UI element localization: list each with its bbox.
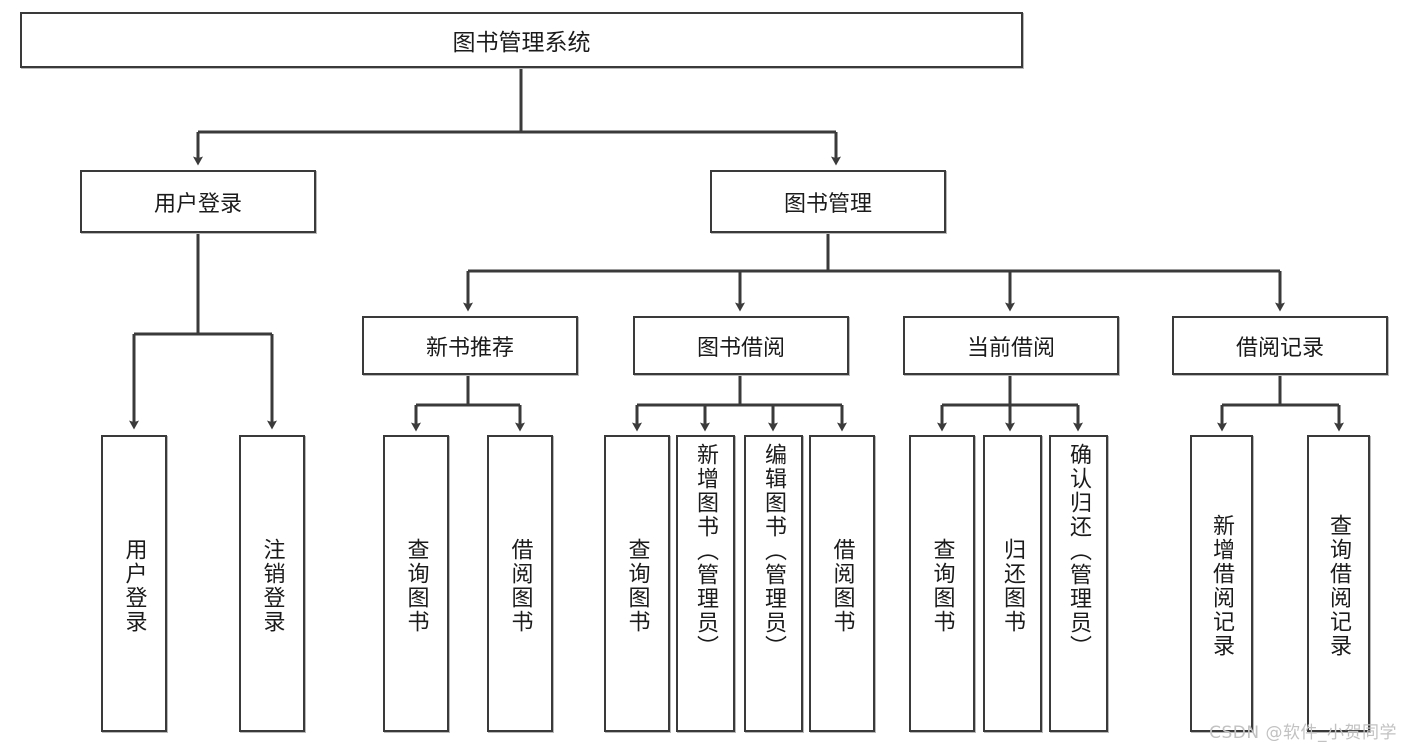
- node-leaf-query-book-2-label: 查询图书: [624, 537, 650, 634]
- node-user-login[interactable]: 用户登录: [80, 170, 316, 233]
- node-leaf-logout[interactable]: 注销登录: [239, 435, 305, 732]
- leaf-query-book-3-content: 查询图书: [911, 441, 973, 730]
- leaf-add-record-content: 新增借阅记录: [1192, 441, 1251, 730]
- node-leaf-query-record-label: 查询借阅记录: [1326, 513, 1352, 658]
- node-leaf-borrow-book-1[interactable]: 借阅图书: [487, 435, 553, 732]
- node-leaf-query-book-3[interactable]: 查询图书: [909, 435, 975, 732]
- node-leaf-add-record-label: 新增借阅记录: [1209, 513, 1235, 658]
- node-leaf-borrow-book-2[interactable]: 借阅图书: [809, 435, 875, 732]
- leaf-add-book-content: 新增图书（管理员）: [678, 441, 733, 732]
- node-book-manage[interactable]: 图书管理: [710, 170, 946, 233]
- node-leaf-return-book[interactable]: 归还图书: [983, 435, 1042, 732]
- node-leaf-return-book-label: 归还图书: [1000, 537, 1026, 634]
- node-leaf-confirm-return[interactable]: 确认归还（管理员）: [1049, 435, 1108, 732]
- node-leaf-user-login-label: 用户登录: [121, 537, 147, 634]
- leaf-query-book-1-content: 查询图书: [385, 441, 447, 730]
- node-borrow-record-label: 借阅记录: [1235, 335, 1324, 361]
- leaf-edit-book-content: 编辑图书（管理员）: [746, 441, 801, 732]
- node-leaf-edit-book[interactable]: 编辑图书（管理员）: [744, 435, 803, 732]
- node-leaf-logout-label: 注销登录: [259, 537, 285, 634]
- node-leaf-query-book-2[interactable]: 查询图书: [604, 435, 670, 732]
- node-leaf-user-login[interactable]: 用户登录: [101, 435, 167, 732]
- node-book-borrow[interactable]: 图书借阅: [633, 316, 849, 375]
- node-user-login-label: 用户登录: [153, 191, 242, 217]
- node-leaf-add-record[interactable]: 新增借阅记录: [1190, 435, 1253, 732]
- leaf-borrow-book-1-content: 借阅图书: [489, 441, 551, 730]
- node-current-borrow-label: 当前借阅: [966, 335, 1055, 361]
- leaf-query-book-2-content: 查询图书: [606, 441, 668, 730]
- leaf-borrow-book-2-content: 借阅图书: [811, 441, 873, 730]
- node-book-borrow-label: 图书借阅: [696, 335, 785, 361]
- leaf-query-record-content: 查询借阅记录: [1309, 441, 1368, 730]
- node-new-book-recommend-label: 新书推荐: [425, 335, 514, 361]
- leaf-confirm-return-content: 确认归还（管理员）: [1051, 441, 1106, 732]
- node-new-book-recommend[interactable]: 新书推荐: [362, 316, 578, 375]
- leaf-user-login-content: 用户登录: [103, 441, 165, 730]
- node-leaf-query-book-1[interactable]: 查询图书: [383, 435, 449, 732]
- node-leaf-query-record[interactable]: 查询借阅记录: [1307, 435, 1370, 732]
- node-current-borrow[interactable]: 当前借阅: [903, 316, 1119, 375]
- node-book-manage-label: 图书管理: [783, 191, 872, 217]
- csdn-watermark: CSDN @软件_小贺同学: [1209, 723, 1397, 743]
- leaf-logout-content: 注销登录: [241, 441, 303, 730]
- node-leaf-add-book[interactable]: 新增图书（管理员）: [676, 435, 735, 732]
- node-leaf-confirm-return-label: 确认归还（管理员）: [1066, 443, 1092, 659]
- node-borrow-record[interactable]: 借阅记录: [1172, 316, 1388, 375]
- node-leaf-borrow-book-2-label: 借阅图书: [829, 537, 855, 634]
- node-root-label: 图书管理系统: [452, 30, 591, 56]
- node-root[interactable]: 图书管理系统: [20, 12, 1023, 68]
- node-leaf-query-book-3-label: 查询图书: [929, 537, 955, 634]
- leaf-return-book-content: 归还图书: [985, 441, 1040, 730]
- node-leaf-query-book-1-label: 查询图书: [403, 537, 429, 634]
- node-leaf-edit-book-label: 编辑图书（管理员）: [761, 443, 787, 659]
- node-leaf-borrow-book-1-label: 借阅图书: [507, 537, 533, 634]
- node-leaf-add-book-label: 新增图书（管理员）: [693, 443, 719, 659]
